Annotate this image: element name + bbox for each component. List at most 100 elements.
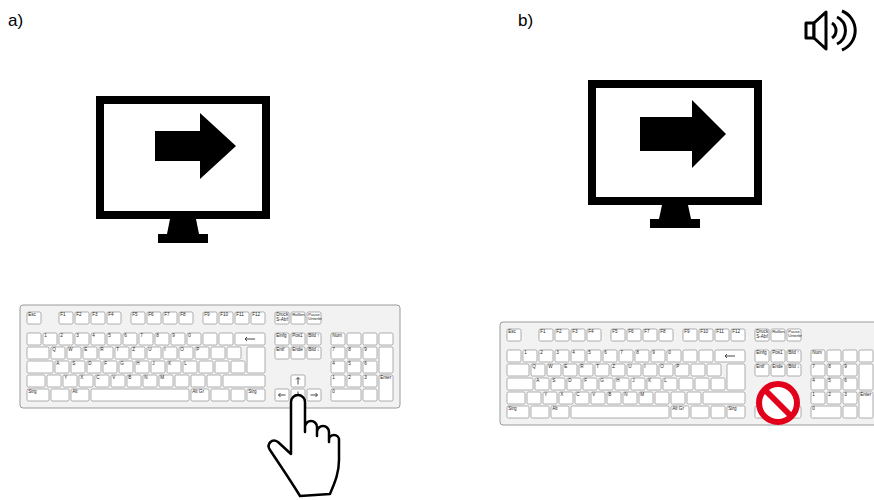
keyboard-key: [507, 378, 533, 390]
keyboard-key: [63, 375, 77, 387]
keyboard-key: [659, 329, 673, 341]
key-label: V: [592, 393, 604, 398]
key-label: 6: [604, 351, 616, 356]
key-label: Einfg: [756, 351, 768, 356]
key-label: 0: [668, 351, 680, 356]
key-label: Rollen: [772, 330, 784, 335]
key-label: 8: [156, 334, 168, 339]
keyboard-key: [627, 364, 641, 376]
keyboard-body: [20, 305, 400, 408]
keyboard-key: [103, 361, 117, 373]
keyboard-key: [363, 389, 377, 401]
key-label: Druck S-Abf: [276, 313, 288, 323]
keyboard-key: [551, 406, 569, 418]
key-label: Bild ↓: [308, 348, 320, 353]
key-label: F12: [732, 330, 744, 335]
keyboard-key: [539, 329, 553, 341]
keyboard-key: [47, 375, 61, 387]
key-label: T: [116, 348, 128, 353]
keyboard-key: [695, 378, 709, 390]
keyboard-key: [659, 364, 673, 376]
keyboard-key: [811, 364, 825, 376]
keyboard-key: [195, 347, 209, 359]
key-label: 4: [332, 362, 344, 367]
keyboard-key: [347, 361, 361, 373]
keyboard-key: [307, 333, 321, 345]
keyboard-key: [691, 406, 709, 418]
key-label: R: [580, 365, 592, 370]
key-label: 4: [572, 351, 584, 356]
keyboard-key: [755, 364, 769, 376]
key-label: I: [164, 348, 176, 353]
key-label: F1: [60, 313, 72, 318]
key-label: Entf: [276, 348, 288, 353]
key-label: C: [576, 393, 588, 398]
key-label: 3: [76, 334, 88, 339]
key-label: J: [152, 362, 164, 367]
keyboard-key: [91, 333, 105, 345]
key-label: P: [196, 348, 208, 353]
keyboard-key: [291, 333, 305, 345]
speaker-icon: [806, 11, 855, 50]
key-label: Entf: [756, 365, 768, 370]
key-label: D: [88, 362, 100, 367]
key-label: R: [100, 348, 112, 353]
key-label: 3: [364, 376, 376, 381]
key-label: Rollen: [292, 313, 304, 318]
keyboard-key: [711, 406, 725, 418]
key-label: Num: [812, 351, 824, 356]
arrow-stimulus: [155, 113, 236, 179]
key-label: N: [144, 376, 156, 381]
keyboard-key: [595, 364, 609, 376]
keyboard-key: [147, 347, 161, 359]
key-label: H: [616, 379, 628, 384]
keyboard-key: [579, 364, 593, 376]
keyboard-key: [251, 312, 265, 324]
key-label: Ende: [772, 365, 784, 370]
key-label: Pos1: [292, 334, 304, 339]
panel-label: b): [518, 12, 533, 31]
keyboard-key: [715, 329, 729, 341]
key-label: 5: [828, 379, 840, 384]
keyboard-key: [215, 361, 229, 373]
keyboard-key: [671, 392, 685, 404]
keyboard-key: [91, 389, 189, 401]
keyboard-key: [635, 350, 649, 362]
key-label: 6: [844, 379, 856, 384]
key-label: U: [628, 365, 640, 370]
keyboard-key: [331, 375, 345, 387]
keyboard-key: [187, 333, 201, 345]
key-label: F7: [644, 330, 656, 335]
keyboard-key: [531, 406, 549, 418]
key-label: F5: [612, 330, 624, 335]
monitor-b: [592, 84, 758, 228]
key-label: 5: [588, 351, 600, 356]
keyboard-key: [559, 392, 573, 404]
keyboard-key: [859, 392, 873, 418]
key-label: N: [624, 393, 636, 398]
sign-ring: [759, 384, 797, 422]
keyboard-key: [643, 364, 657, 376]
key-label: B: [608, 393, 620, 398]
key-label: 6: [364, 362, 376, 367]
keyboard-key: [535, 378, 549, 390]
key-label: Enter: [860, 393, 872, 398]
keyboard-key: [347, 333, 361, 345]
key-label: Enter: [380, 376, 392, 381]
key-label: Esc: [508, 330, 520, 335]
keyboard-key: [699, 329, 713, 341]
keyboard-key: [147, 312, 161, 324]
monitor-neck: [167, 219, 199, 234]
keyboard-key: [163, 347, 177, 359]
keyboard-key: [347, 347, 361, 359]
key-label: Strg: [508, 407, 528, 412]
keyboard-key: [59, 312, 73, 324]
key-label: O: [660, 365, 672, 370]
keyboard-key: [27, 389, 49, 401]
keyboard-key: [699, 350, 713, 362]
keyboard-key: [731, 329, 745, 341]
keyboard-key: [667, 350, 681, 362]
keyboard-key: [27, 361, 53, 373]
key-label: E: [84, 348, 96, 353]
key-label: 9: [364, 348, 376, 353]
